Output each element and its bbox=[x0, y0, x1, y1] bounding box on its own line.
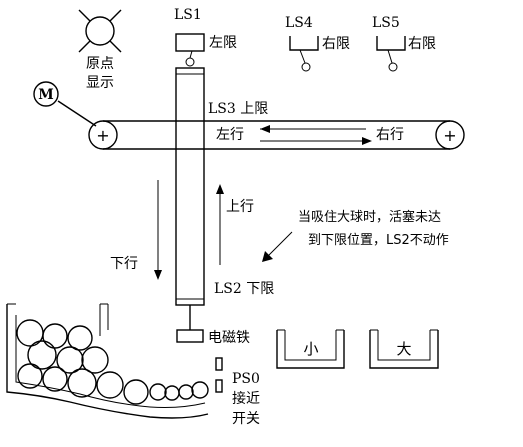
ps0-sensor-bottom bbox=[215, 379, 223, 393]
ls5-label: LS5 bbox=[372, 15, 400, 31]
ls1-label: LS1 bbox=[174, 7, 202, 23]
horizontal-conveyor bbox=[88, 120, 465, 150]
right-arrow-head bbox=[362, 137, 372, 145]
annotation-arrow-head bbox=[262, 251, 273, 262]
vertical-cylinder bbox=[175, 67, 205, 306]
ls5-desc: 右限 bbox=[408, 36, 436, 52]
ls1-roller bbox=[185, 57, 195, 67]
ball-hopper bbox=[6, 303, 209, 419]
motor-drive-line bbox=[57, 100, 97, 127]
ps0-label: PS0 bbox=[232, 371, 260, 387]
ls5-roller bbox=[388, 62, 398, 72]
annotation-line-1: 当吸住大球时，活塞未达 bbox=[298, 209, 441, 225]
origin-indicator-lamp bbox=[78, 9, 122, 53]
move-up-label: 上行 bbox=[226, 199, 254, 215]
ls1-lever bbox=[189, 50, 193, 59]
ps0-label-2: 接近 bbox=[232, 390, 260, 407]
origin-indicator-label-2: 显示 bbox=[86, 75, 114, 91]
up-arrow-head bbox=[216, 184, 224, 194]
move-left-label: 左行 bbox=[216, 127, 244, 143]
ls4-lever bbox=[299, 49, 306, 64]
small-bin-label: 小 bbox=[303, 340, 318, 358]
move-down-label: 下行 bbox=[110, 256, 138, 272]
electromagnet-head bbox=[176, 329, 204, 343]
electromagnet-label: 电磁铁 bbox=[208, 330, 250, 346]
ls4-desc: 右限 bbox=[322, 36, 350, 52]
ps0-sensor-top bbox=[215, 357, 223, 371]
left-pulley-plus: + bbox=[96, 126, 109, 145]
annotation-arrow-line bbox=[267, 231, 293, 257]
ls1-switch-body bbox=[175, 33, 205, 52]
ls4-switch-body bbox=[289, 36, 319, 51]
motor-label: M bbox=[38, 87, 54, 103]
annotation-line-2: 到下限位置，LS2不动作 bbox=[308, 233, 449, 248]
motor-symbol bbox=[33, 81, 59, 107]
balls bbox=[16, 319, 209, 405]
ls5-lever bbox=[387, 49, 393, 64]
down-arrow-head bbox=[154, 270, 162, 280]
ls2-label: LS2 下限 bbox=[214, 281, 274, 297]
right-pulley bbox=[435, 120, 465, 150]
ls5-switch-body bbox=[376, 36, 406, 51]
ps0-label-3: 开关 bbox=[232, 411, 260, 427]
ls1-desc: 左限 bbox=[209, 35, 237, 51]
small-ball-bin bbox=[276, 329, 345, 369]
left-pulley bbox=[88, 120, 118, 150]
large-bin-label: 大 bbox=[396, 340, 411, 358]
ls4-roller bbox=[301, 62, 311, 72]
ls4-label: LS4 bbox=[285, 15, 313, 31]
right-pulley-plus: + bbox=[443, 126, 456, 145]
move-right-label: 右行 bbox=[376, 127, 404, 143]
origin-indicator-label-1: 原点 bbox=[86, 56, 114, 72]
left-arrow-head bbox=[260, 125, 270, 133]
large-ball-bin bbox=[369, 329, 439, 369]
ls3-label: LS3 上限 bbox=[208, 101, 268, 117]
